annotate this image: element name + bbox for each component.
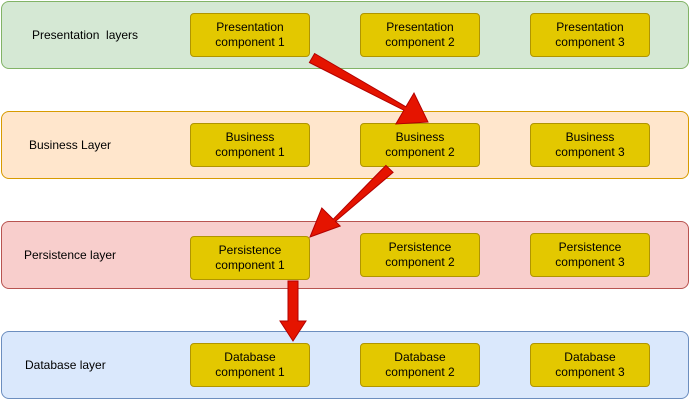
presentation-component-2: Presentation component 2 — [360, 13, 480, 57]
persistence-layer-label: Persistence layer — [24, 248, 117, 262]
business-component-3-label: Business component 3 — [555, 130, 625, 159]
business-component-3: Business component 3 — [530, 123, 650, 167]
database-component-1: Database component 1 — [190, 343, 310, 387]
presentation-component-3: Presentation component 3 — [530, 13, 650, 57]
presentation-component-3-label: Presentation component 3 — [555, 20, 625, 49]
database-layer-label: Database layer — [25, 358, 106, 372]
business-component-2: Business component 2 — [360, 123, 480, 167]
business-component-1-label: Business component 1 — [215, 130, 285, 159]
persistence-component-2-label: Persistence component 2 — [385, 240, 455, 269]
persistence-component-3-label: Persistence component 3 — [555, 240, 625, 269]
business-component-1: Business component 1 — [190, 123, 310, 167]
presentation-component-2-label: Presentation component 2 — [385, 20, 455, 49]
persistence-component-1-label: Persistence component 1 — [215, 243, 285, 272]
database-component-2: Database component 2 — [360, 343, 480, 387]
persistence-component-3: Persistence component 3 — [530, 233, 650, 277]
database-component-3-label: Database component 3 — [555, 350, 625, 379]
presentation-layer-label: Presentation layers — [32, 28, 139, 42]
business-component-2-label: Business component 2 — [385, 130, 455, 159]
business-layer-label: Business Layer — [29, 138, 112, 152]
presentation-component-1-label: Presentation component 1 — [215, 20, 285, 49]
database-component-1-label: Database component 1 — [215, 350, 285, 379]
persistence-component-1: Persistence component 1 — [190, 236, 310, 280]
database-component-2-label: Database component 2 — [385, 350, 455, 379]
presentation-component-1: Presentation component 1 — [190, 13, 310, 57]
persistence-component-2: Persistence component 2 — [360, 233, 480, 277]
database-component-3: Database component 3 — [530, 343, 650, 387]
